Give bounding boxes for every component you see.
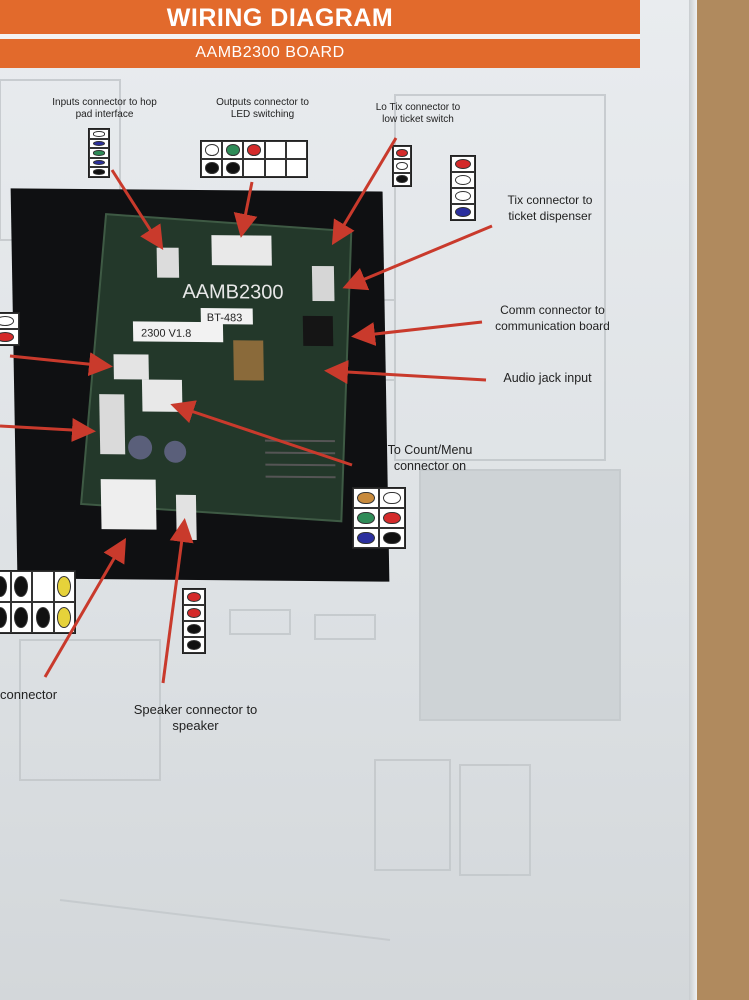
board-sticker-text: BT-483 [207,312,243,324]
pin [222,159,244,177]
comm-arrow [351,320,483,346]
count-menu-arrow [170,400,353,467]
count-menu-connector-pinout [352,487,406,549]
pin [264,141,286,159]
pin [379,488,405,508]
pin [201,159,223,177]
audio-jack-label: Audio jack input [503,371,592,385]
page-edge [689,0,697,1000]
power-connector-label: connector [0,687,58,702]
outputs-arrow [233,181,258,238]
pin [379,528,405,548]
pin [32,602,54,633]
lo-tix-arrow [331,137,398,246]
pin [393,146,411,160]
partial-connector-pinout [0,312,20,346]
speaker-connector-label: Speaker connector to speaker [133,702,258,733]
pin [264,159,286,177]
pin [222,141,244,159]
pin [89,129,109,139]
pin [379,508,405,528]
pin [89,138,109,149]
power-connector-pinout [0,570,76,634]
pin [183,605,205,621]
pin [89,148,109,158]
pin [89,157,109,168]
inputs-arrow [110,169,164,251]
pin [353,488,379,508]
pin [183,637,205,653]
pin [393,172,411,186]
pin [393,159,411,173]
header-banner: WIRING DIAGRAM AAMB2300 BOARD [0,0,640,68]
callout-arrows [0,137,493,684]
pin [53,571,75,602]
pin [243,159,265,177]
pin [10,571,32,602]
pin [0,602,11,633]
count-menu-connector-label: To Count/Menu connector on [387,443,473,473]
pin [201,141,223,159]
pin [451,188,475,204]
pin [183,621,205,637]
tix-connector-pinout [450,155,476,221]
pin [0,571,11,602]
pin [0,313,19,329]
comm-connector-label: Comm connector to communication board [495,303,610,333]
pin [53,602,75,633]
outputs-connector-label: Outputs connector to LED switching [216,97,309,120]
pin [10,602,32,633]
pin [0,329,19,345]
tix-arrow [342,224,493,291]
pin [285,141,307,159]
lo-tix-connector-pinout [392,145,412,187]
outputs-connector-pinout [200,140,308,178]
page-subtitle: AAMB2300 BOARD [195,44,345,61]
pin [451,204,475,220]
pin [451,156,475,172]
pin [353,528,379,548]
inputs-connector-label: Inputs connector to hop pad interface [52,97,157,120]
speaker-arrow [161,518,194,684]
audio-arrow [324,360,487,385]
tix-connector-label: Tix connector to ticket dispenser [507,193,593,223]
lo-tix-connector-label: Lo Tix connector to low ticket switch [375,102,461,125]
pin [32,571,54,602]
inputs-connector-pinout [88,128,110,178]
pin [183,589,205,605]
pin [451,172,475,188]
left-arrow-upper [9,352,113,377]
left-arrow-lower [0,418,96,442]
pin [285,159,307,177]
pin [243,141,265,159]
board-model-text: AAMB2300 [182,281,284,304]
manual-page: WIRING DIAGRAM AAMB2300 BOARD AAMB2300 B… [0,0,695,1000]
pin [89,167,109,177]
page-title: WIRING DIAGRAM [166,4,394,32]
board-version-text: 2300 V1.8 [141,327,191,339]
power-arrow [43,537,127,678]
pin [353,508,379,528]
speaker-connector-pinout [182,588,206,654]
